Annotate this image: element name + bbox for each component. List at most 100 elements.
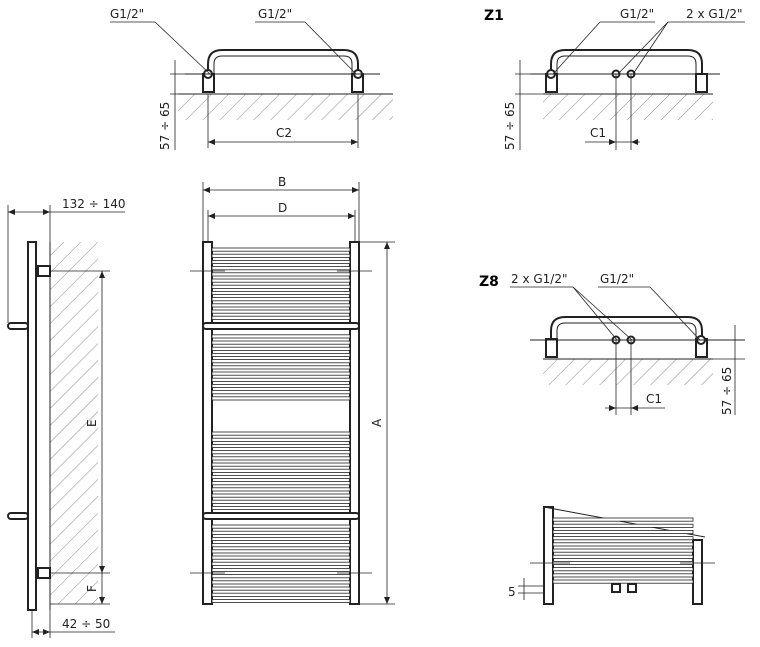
tube xyxy=(211,530,351,535)
z8-label-g2: G1/2" xyxy=(600,272,634,286)
front-rail-upper xyxy=(202,322,360,330)
tube xyxy=(211,599,351,604)
tube xyxy=(211,340,351,345)
tube xyxy=(211,468,351,473)
tube xyxy=(552,536,694,541)
tube xyxy=(211,543,351,548)
side-label-e: E xyxy=(85,419,99,427)
side-label-bottom: 42 ÷ 50 xyxy=(62,617,110,631)
z8-label-g1: 2 x G1/2" xyxy=(511,272,568,286)
tube xyxy=(211,524,351,529)
z1-label-height: 57 ÷ 65 xyxy=(503,102,517,150)
detail-right-column xyxy=(692,539,703,605)
tube xyxy=(552,542,694,547)
z1-label-g2: 2 x G1/2" xyxy=(686,7,743,21)
side-view: 132 ÷ 140 E F 42 ÷ 50 xyxy=(7,197,126,638)
side-bracket-bottom xyxy=(37,567,51,579)
top-view-z8: Z8 2 x G1/2" G1/2" C1 57 ÷ 65 xyxy=(479,272,745,415)
wall-hatch-z8 xyxy=(543,359,713,385)
tube xyxy=(211,537,351,542)
tube xyxy=(552,523,694,528)
front-left-column xyxy=(202,241,213,605)
tube xyxy=(211,253,351,258)
tube xyxy=(211,474,351,479)
tube xyxy=(552,579,694,584)
side-profile-bar xyxy=(27,241,37,611)
tube xyxy=(552,573,694,578)
detail-left-column xyxy=(543,506,554,605)
tube xyxy=(552,554,694,559)
tube xyxy=(211,462,351,467)
front-label-a: A xyxy=(370,418,384,427)
tube xyxy=(211,259,351,264)
side-rail-upper xyxy=(7,322,29,330)
tube xyxy=(211,390,351,395)
tube xyxy=(211,437,351,442)
tube xyxy=(211,450,351,455)
detail-view: 5 xyxy=(508,506,715,605)
tube xyxy=(211,303,351,308)
top-view-standard: G1/2" G1/2" C2 57 ÷ 65 xyxy=(110,7,393,150)
label-c2: C2 xyxy=(276,126,292,140)
tube xyxy=(211,431,351,436)
side-label-depth: 132 ÷ 140 xyxy=(62,197,126,211)
top-view-z1: Z1 G1/2" 2 x G1/2" C1 57 ÷ 65 xyxy=(484,7,745,150)
tube xyxy=(211,383,351,388)
tube xyxy=(211,592,351,597)
label-g1-right: G1/2" xyxy=(258,7,292,21)
tube xyxy=(211,568,351,573)
z1-title: Z1 xyxy=(484,8,504,24)
front-label-b: B xyxy=(278,175,286,189)
tube xyxy=(211,396,351,401)
side-bracket-top xyxy=(37,265,51,277)
front-view: B D A xyxy=(190,175,395,605)
tube xyxy=(211,247,351,252)
tube xyxy=(211,290,351,295)
tube xyxy=(211,272,351,277)
tube xyxy=(211,365,351,370)
tube xyxy=(211,574,351,579)
detail-label-5: 5 xyxy=(508,585,516,599)
z8-title: Z8 xyxy=(479,274,499,290)
label-height-top: 57 ÷ 65 xyxy=(158,102,172,150)
tube xyxy=(211,359,351,364)
tube xyxy=(211,443,351,448)
tube xyxy=(211,284,351,289)
tube xyxy=(552,548,694,553)
tube xyxy=(211,456,351,461)
detail-connector-b xyxy=(627,583,637,593)
tube xyxy=(211,493,351,498)
tube xyxy=(211,297,351,302)
detail-connector-a xyxy=(611,583,621,593)
tube xyxy=(211,481,351,486)
tube xyxy=(552,567,694,572)
tube xyxy=(211,561,351,566)
tube xyxy=(211,334,351,339)
tube xyxy=(211,278,351,283)
tube xyxy=(211,371,351,376)
tube xyxy=(552,530,694,535)
z1-label-g1: G1/2" xyxy=(620,7,654,21)
tube xyxy=(211,352,351,357)
z1-label-c1: C1 xyxy=(590,126,606,140)
wall-hatch xyxy=(178,94,393,120)
front-label-d: D xyxy=(278,201,287,215)
tube xyxy=(211,266,351,271)
tube xyxy=(211,309,351,314)
tube xyxy=(211,549,351,554)
z8-label-c1: C1 xyxy=(646,392,662,406)
tube xyxy=(211,346,351,351)
tube xyxy=(552,561,694,566)
front-rail-lower xyxy=(202,512,360,520)
tube xyxy=(211,377,351,382)
tube xyxy=(211,315,351,320)
tube xyxy=(211,499,351,504)
label-g1-left: G1/2" xyxy=(110,7,144,21)
tube xyxy=(552,517,694,522)
tube xyxy=(211,555,351,560)
radiator-top-loop xyxy=(207,49,359,74)
tube xyxy=(211,505,351,510)
wall-hatch-z1 xyxy=(543,94,713,120)
side-wall-hatch xyxy=(50,242,98,604)
